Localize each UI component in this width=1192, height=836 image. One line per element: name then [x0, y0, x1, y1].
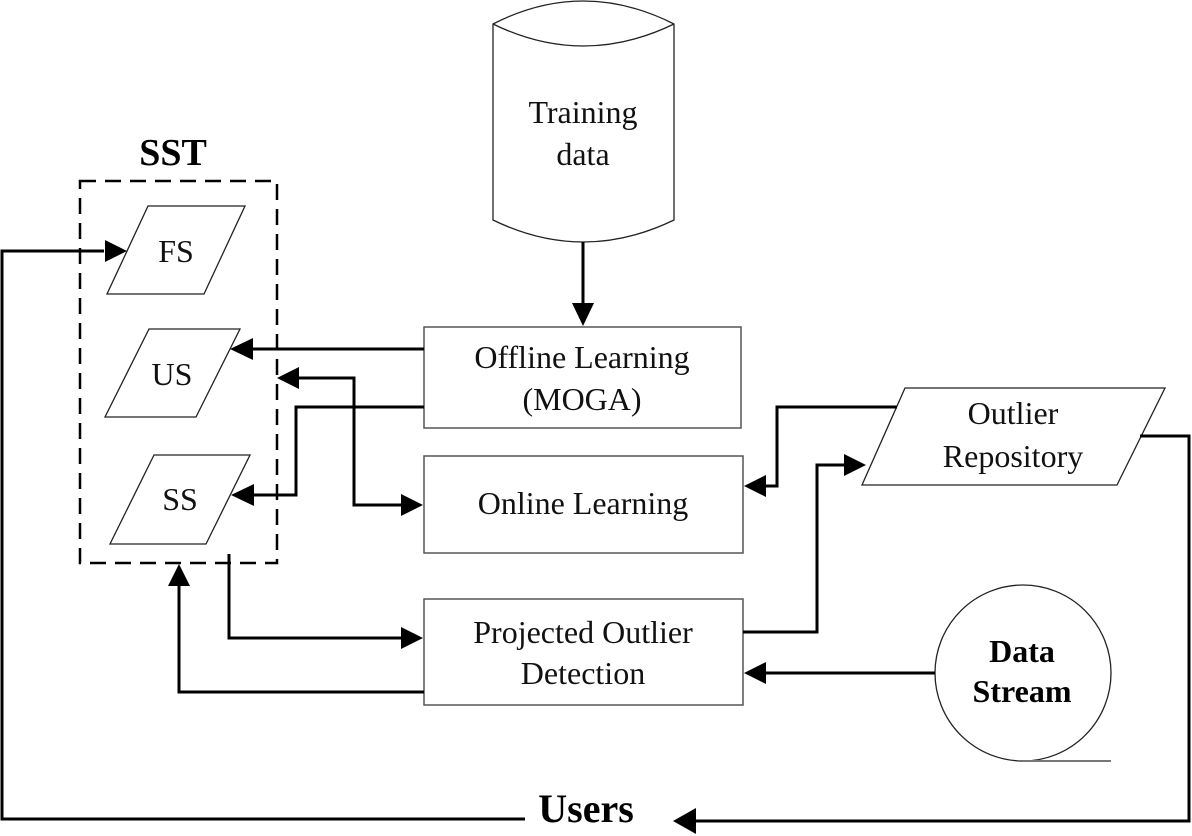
data-stream-node[interactable]: Data Stream	[934, 584, 1112, 762]
edge-projected-to-repository	[743, 454, 866, 634]
edge-datastream-to-projected	[744, 662, 935, 684]
offline-learning-node[interactable]: Offline Learning (MOGA)	[423, 326, 742, 429]
users-label: Users	[538, 786, 634, 831]
fs-node[interactable]: FS	[105, 205, 247, 295]
projected-outlier-label-line2: Detection	[521, 655, 645, 691]
outlier-repository-label-line2: Repository	[943, 438, 1083, 474]
online-learning-label: Online Learning	[478, 485, 689, 521]
offline-learning-label-line1: Offline Learning	[474, 339, 689, 375]
offline-learning-label-line2: (MOGA)	[522, 381, 641, 417]
training-data-label-line1: Training	[528, 94, 637, 130]
edge-online-sst-bidirectional	[277, 367, 423, 516]
us-node[interactable]: US	[103, 328, 242, 418]
sst-group-boundary	[78, 179, 279, 565]
ss-label: SS	[162, 481, 198, 517]
edge-repository-to-users	[673, 434, 1191, 834]
us-label: US	[152, 356, 193, 392]
training-data-label-line2: data	[556, 136, 609, 172]
edge-training-to-offline	[572, 242, 594, 326]
ss-node[interactable]: SS	[108, 454, 252, 545]
edge-repository-to-online	[744, 405, 897, 497]
data-stream-label-line2: Stream	[973, 673, 1072, 709]
edge-offline-to-us	[230, 338, 424, 360]
training-data-node[interactable]: Training data	[492, 0, 675, 243]
outlier-repository-node[interactable]: Outlier Repository	[861, 387, 1167, 486]
data-stream-label-line1: Data	[989, 633, 1055, 669]
sst-title: SST	[139, 132, 207, 174]
edge-offline-to-ss	[231, 405, 424, 506]
projected-outlier-detection-node[interactable]: Projected Outlier Detection	[423, 598, 744, 706]
fs-label: FS	[158, 233, 194, 269]
projected-outlier-label-line1: Projected Outlier	[473, 614, 693, 650]
edge-users-to-fs	[0, 240, 525, 821]
edge-sst-to-projected	[227, 554, 423, 649]
outlier-repository-label-line1: Outlier	[968, 395, 1059, 431]
online-learning-node[interactable]: Online Learning	[423, 455, 744, 554]
edge-projected-to-sst	[168, 564, 424, 694]
